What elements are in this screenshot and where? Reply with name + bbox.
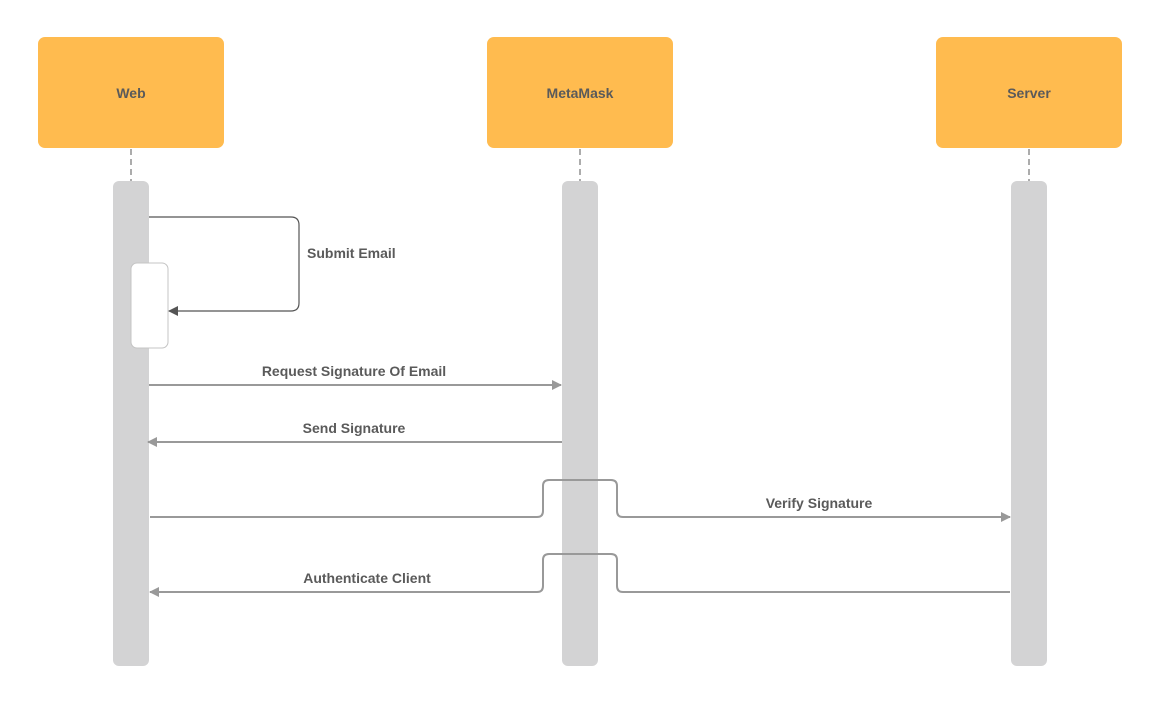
- request-signature-label: Request Signature Of Email: [261, 363, 447, 379]
- metamask-activation-bar: [562, 181, 598, 666]
- verify-signature-label: Verify Signature: [765, 495, 873, 511]
- authenticate-client-label: Authenticate Client: [303, 570, 431, 586]
- web-nested-activation: [130, 262, 169, 349]
- send-signature-label: Send Signature: [302, 420, 406, 436]
- actor-server-label: Server: [1007, 84, 1051, 101]
- actor-web: Web: [38, 37, 224, 148]
- verify-signature-arrow: [150, 479, 1011, 522]
- submit-email-label: Submit Email: [307, 245, 396, 261]
- actor-server: Server: [936, 37, 1122, 148]
- actor-metamask-label: MetaMask: [546, 84, 614, 101]
- web-activation-bar: [113, 181, 149, 666]
- server-activation-bar: [1011, 181, 1047, 666]
- actor-metamask: MetaMask: [487, 37, 673, 148]
- authenticate-client-arrow: [149, 553, 1010, 597]
- submit-email-arrow: [149, 216, 300, 316]
- actor-web-label: Web: [116, 84, 146, 101]
